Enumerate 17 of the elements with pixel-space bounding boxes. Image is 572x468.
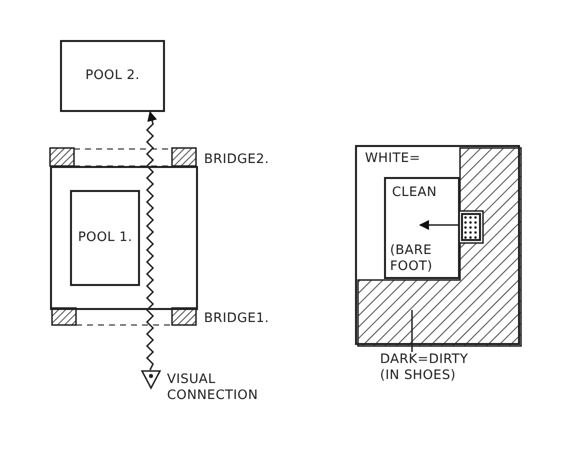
bridge-label: BRIDGE1. [204,310,270,328]
box-label: CLEAN [392,185,437,202]
clean-zone-box [384,177,460,279]
leader-line [411,310,413,352]
pool-box [60,40,165,112]
pool-box [70,190,140,286]
box-label: (BARE FOOT) [390,243,434,276]
note-text: VISUAL CONNECTION [167,372,260,404]
bridge-label: BRIDGE2. [204,151,270,169]
box-label: WHITE= [365,151,420,168]
box-label: POOL 2. [84,68,141,84]
arrow [419,220,459,230]
dotted-square [461,213,481,241]
frame-box [50,166,198,310]
box-label: POOL 1. [78,230,132,246]
arrow [146,111,158,370]
note-text: DARK=DIRTY (IN SHOES) [380,352,470,384]
